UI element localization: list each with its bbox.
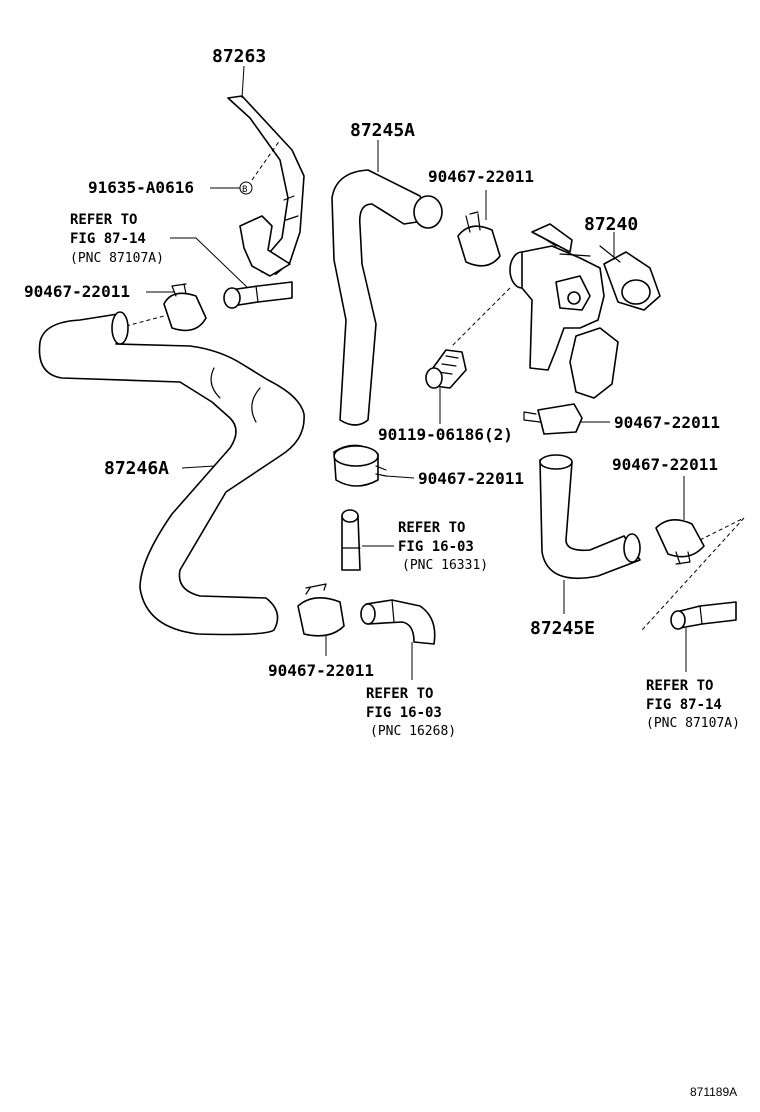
hose-87246a (38, 311, 305, 636)
pipe-bottom (360, 599, 436, 645)
clamp-far-right (655, 519, 705, 565)
marker-b: B (242, 185, 247, 195)
ref-right-bottom-line1: REFER TO (646, 678, 713, 694)
label-91635-a0616: 91635-A0616 (88, 178, 194, 197)
ref-bottom-line1: REFER TO (366, 686, 433, 702)
label-clamp-top-center: 90467-22011 (428, 167, 534, 186)
ref-left-top-line3: (PNC 87107A) (70, 251, 164, 266)
label-clamp-right-mid: 90467-22011 (614, 413, 720, 432)
label-clamp-center: 90467-22011 (418, 469, 524, 488)
valve-87240 (509, 223, 661, 399)
clamp-right-mid (523, 403, 583, 435)
ref-center-line3: (PNC 16331) (402, 558, 488, 573)
clamp-left (163, 283, 207, 332)
clamp-center (333, 444, 387, 487)
label-87246a: 87246A (104, 458, 169, 479)
pipe-fitting-right (670, 601, 737, 630)
ref-bottom-line3: (PNC 16268) (370, 724, 456, 739)
label-bolt: 90119-06186(2) (378, 425, 513, 444)
hose-87245e (539, 454, 641, 580)
clamp-top-center (457, 211, 501, 267)
ref-right-bottom-line3: (PNC 87107A) (646, 716, 740, 731)
ref-center-line1: REFER TO (398, 520, 465, 536)
bolt-90119 (425, 349, 467, 389)
ref-right-bottom-line2: FIG 87-14 (646, 697, 722, 713)
label-clamp-far-right: 90467-22011 (612, 455, 718, 474)
bracket-87263 (227, 95, 305, 277)
ref-left-top-line2: FIG 87-14 (70, 231, 146, 247)
label-87240: 87240 (584, 214, 638, 235)
label-87263: 87263 (212, 46, 266, 67)
label-clamp-left: 90467-22011 (24, 282, 130, 301)
pipe-center (341, 509, 361, 571)
figure-id: 871189A (690, 1085, 737, 1099)
ref-bottom-line2: FIG 16-03 (366, 705, 442, 721)
label-87245e: 87245E (530, 618, 595, 639)
ref-center-line2: FIG 16-03 (398, 539, 474, 555)
hose-87245a (331, 169, 443, 426)
label-clamp-bottom: 90467-22011 (268, 661, 374, 680)
pipe-fitting-left (223, 281, 293, 309)
label-87245a: 87245A (350, 120, 415, 141)
clamp-bottom (297, 583, 345, 637)
ref-left-top-line1: REFER TO (70, 212, 137, 228)
